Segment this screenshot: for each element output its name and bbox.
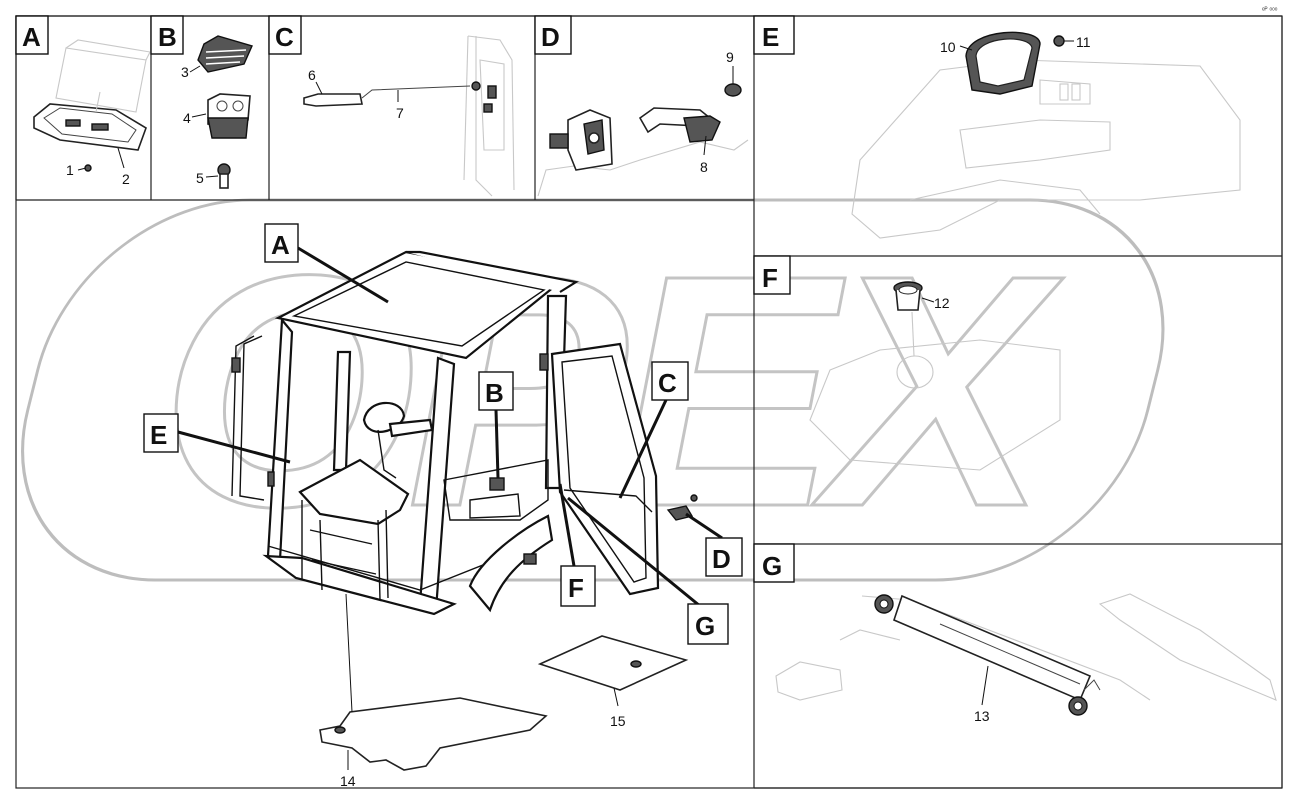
door-edge-ghost (463, 35, 515, 197)
vent-housing-part (207, 93, 251, 139)
panel-g: G 13 (753, 543, 1277, 724)
vent-cover-part (197, 35, 253, 73)
door-rod-part (303, 81, 497, 113)
door-lock-part (549, 109, 613, 171)
floor-mat-15-part (537, 635, 689, 691)
callout-e: E (150, 420, 167, 450)
part-number-1: 1 (66, 162, 74, 178)
detail-panel-frames (15, 15, 1283, 789)
screw-5-part (217, 163, 231, 189)
part-number-9: 9 (726, 49, 734, 65)
screw-1-part (84, 164, 92, 172)
panel-d-tag: D (541, 22, 560, 52)
floor-mat-14-part (319, 697, 548, 771)
panel-c-tag: C (275, 22, 294, 52)
panel-a: A 1 2 (15, 15, 151, 187)
part-number-2: 2 (122, 171, 130, 187)
panel-g-tag: G (762, 551, 782, 581)
ceiling-lamp-part (33, 39, 151, 151)
grommet-part (893, 281, 923, 311)
part-number-5: 5 (196, 170, 204, 186)
part-number-8: 8 (700, 159, 708, 175)
callout-b: B (485, 378, 504, 408)
part-number-6: 6 (308, 67, 316, 83)
panel-a-tag: A (22, 22, 41, 52)
panel-d: D 9 8 (534, 15, 749, 197)
callout-g: G (695, 611, 715, 641)
panel-b-tag: B (158, 22, 177, 52)
callout-f: F (568, 573, 584, 603)
corner-code: ᵉᴾ ᵒᵒᵒ (1262, 7, 1278, 14)
part-number-4: 4 (183, 110, 191, 126)
part-number-14: 14 (340, 773, 356, 789)
grommet-location-marker (489, 477, 505, 491)
panel-c: C 6 7 (268, 15, 515, 197)
callout-a: A (271, 230, 290, 260)
part-number-10: 10 (940, 39, 956, 55)
cab-frame-assembly (231, 250, 698, 616)
screw-11-part (1053, 35, 1074, 47)
panel-f-tag: F (762, 263, 778, 293)
panel-b: B 3 4 5 (150, 15, 253, 189)
door-handle-part (638, 107, 721, 143)
part-number-12: 12 (934, 295, 950, 311)
part-number-13: 13 (974, 708, 990, 724)
part-number-3: 3 (181, 64, 189, 80)
callout-c: C (658, 368, 677, 398)
screw-9-part (724, 66, 742, 97)
gauge-bezel-part (965, 31, 1041, 95)
part-number-15: 15 (610, 713, 626, 729)
callout-d: D (712, 544, 731, 574)
panel-f: F 12 (753, 255, 1061, 471)
part-number-7: 7 (396, 105, 404, 121)
part-number-11: 11 (1076, 34, 1091, 50)
bracket-ghost (775, 593, 1277, 701)
panel-e: E 10 11 (753, 15, 1241, 239)
gas-strut-part (874, 594, 1101, 716)
main-callouts: A E B C D F G (143, 223, 743, 645)
panel-e-tag: E (762, 22, 779, 52)
